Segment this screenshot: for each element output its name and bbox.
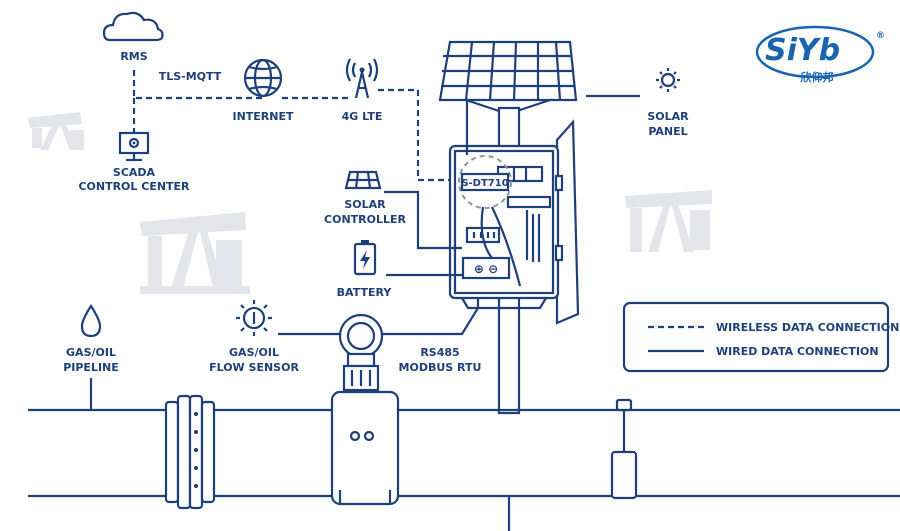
pumpjack-icon: [28, 112, 84, 150]
legend-wireless: WIRELESS DATA CONNECTION: [716, 321, 899, 334]
brand-logo: SiYb 欣仰邦 ®: [755, 25, 885, 84]
control-center-label: CONTROL CENTER: [78, 180, 190, 193]
wired-link: [380, 298, 480, 336]
wired-link: [384, 190, 462, 250]
wireless-link: [132, 70, 262, 100]
droplet-icon: [80, 303, 102, 338]
solar-panel-icon: [438, 40, 578, 116]
cloud-icon: [102, 11, 164, 42]
modbus-rtu-label: MODBUS RTU: [399, 361, 482, 374]
pipeline-label-1: GAS/OIL: [66, 346, 116, 359]
pumpjack-icon: [625, 190, 712, 252]
pipe-flange: [164, 394, 216, 510]
solar-controller-icon: [344, 170, 382, 190]
flow-sensor-label-2: FLOW SENSOR: [209, 361, 299, 374]
rtu-cabinet: [448, 100, 580, 325]
antenna-icon: [345, 58, 379, 99]
pumpjack-icon: [140, 212, 250, 294]
flow-sensor-icon: [236, 300, 272, 336]
sun-icon: [656, 68, 680, 92]
device-label: S-DT710: [461, 178, 508, 189]
monitor-gear-icon: [118, 131, 150, 162]
internet-label: INTERNET: [232, 110, 294, 123]
flow-meter: [330, 313, 400, 506]
terminal-symbols: ⊕ ⊖: [474, 262, 498, 276]
solar-panel-label-2: PANEL: [648, 125, 687, 138]
logo-subtext: 欣仰邦: [801, 70, 834, 84]
tls-mqtt-label: TLS-MQTT: [159, 70, 222, 83]
battery-label: BATTERY: [337, 286, 393, 299]
scada-label: SCADA: [113, 166, 156, 179]
pipe-probe: [610, 398, 638, 500]
flow-sensor-label-1: GAS/OIL: [229, 346, 279, 359]
registered-mark: ®: [876, 31, 885, 41]
solar-controller-label-1: SOLAR: [344, 198, 386, 211]
solar-panel-label-1: SOLAR: [647, 110, 689, 123]
globe-icon: [243, 58, 283, 98]
wireless-link: [378, 88, 460, 182]
pipeline: [28, 408, 900, 498]
pipeline-label-2: PIPELINE: [63, 361, 119, 374]
solar-controller-label-2: CONTROLLER: [324, 213, 406, 226]
battery-icon: [353, 240, 377, 276]
rs485-label: RS485: [420, 346, 459, 359]
legend-wired: WIRED DATA CONNECTION: [716, 345, 879, 358]
lte-label: 4G LTE: [342, 110, 383, 123]
legend: [622, 301, 890, 373]
logo-text: SiYb: [765, 33, 840, 68]
rms-label: RMS: [120, 50, 147, 63]
